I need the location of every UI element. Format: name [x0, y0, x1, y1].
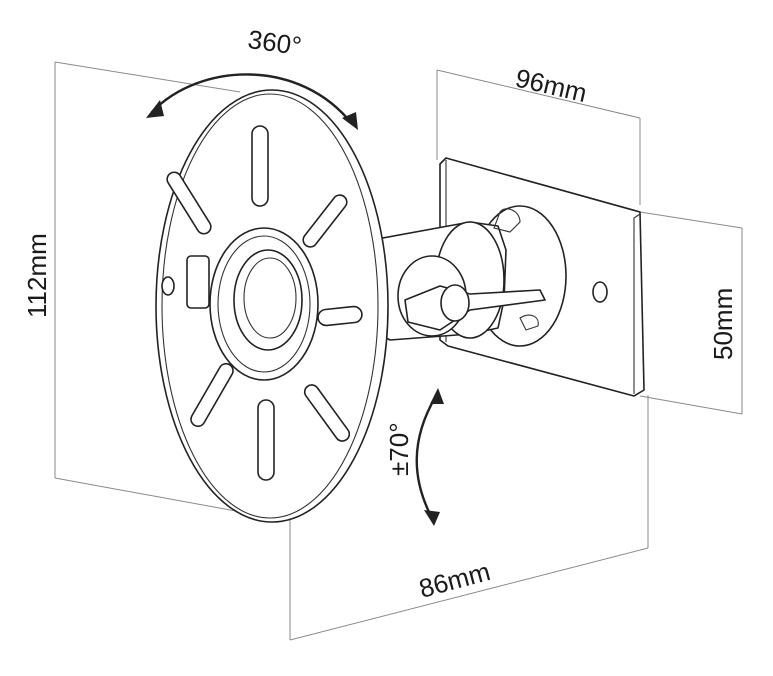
center-hub: [209, 227, 319, 381]
swivel-arm: [371, 208, 546, 341]
depth-label: 86mm: [416, 556, 494, 604]
height-label: 112mm: [22, 233, 52, 318]
plate-width-label: 96mm: [513, 63, 590, 108]
rotation-label: 360°: [246, 24, 303, 61]
mounting-slots: [161, 125, 363, 481]
rotation-arrow-360: [146, 73, 358, 130]
speaker-plate: [155, 89, 389, 523]
plate-height-label: 50mm: [708, 288, 738, 360]
tilt-label: ±70°: [384, 422, 414, 476]
tilt-arrow-70: [415, 388, 444, 526]
dimension-lines: [54, 61, 743, 641]
